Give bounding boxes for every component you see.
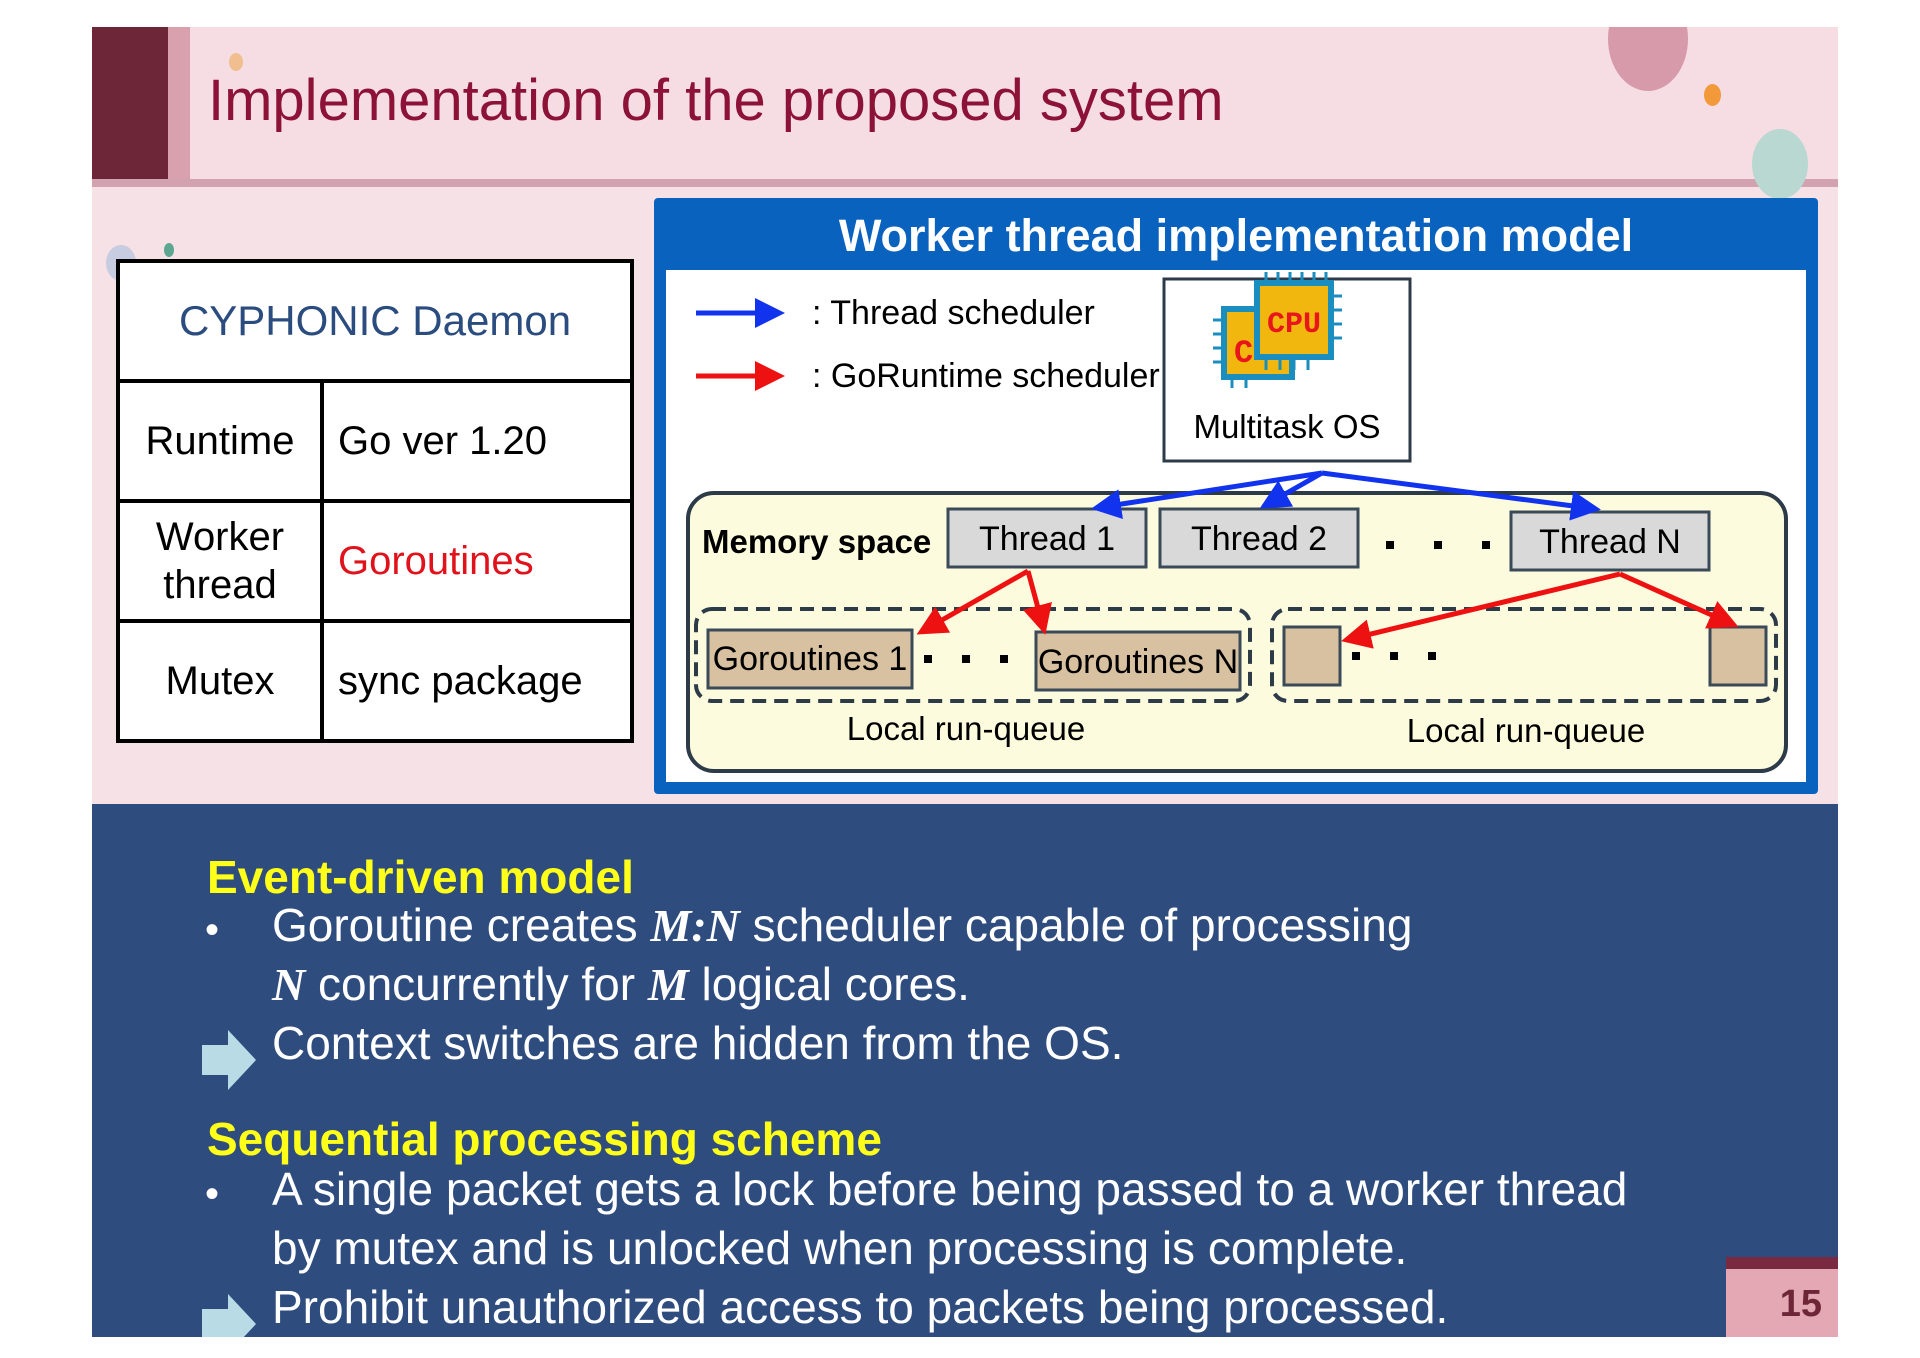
bullet1-m: M xyxy=(647,959,689,1010)
goroutine-slot-box xyxy=(1282,625,1342,687)
bullet1-part-e: concurrently for xyxy=(318,958,636,1010)
bullet1-line1: Goroutine creates M:N scheduler capable … xyxy=(272,898,1412,952)
thread-n-box xyxy=(1509,510,1711,572)
table-row: Runtime Go ver 1.20 xyxy=(116,379,634,503)
bullet1-n: N xyxy=(272,959,306,1010)
run-queue-2-box xyxy=(1270,607,1778,703)
goroutine-arrow-slot-n xyxy=(1618,571,1739,629)
decor-dot xyxy=(164,243,174,257)
heading-sequential: Sequential processing scheme xyxy=(207,1113,882,1165)
bullet-dot: • xyxy=(205,908,220,952)
goroutines-1-label: Goroutines 1 xyxy=(713,640,908,678)
right-arrow-icon xyxy=(202,1030,256,1090)
run-queue-1-box xyxy=(694,607,1252,703)
goroutine-arrow-1 xyxy=(916,568,1030,635)
bullet-dot: • xyxy=(205,1172,220,1216)
legend-thread-scheduler: : Thread scheduler xyxy=(812,294,1095,332)
bullet1-part-a: Goroutine creates xyxy=(272,899,638,951)
thread-n-label: Thread N xyxy=(1539,523,1681,561)
goroutine-ellipsis xyxy=(1352,652,1436,660)
page-number-box: 15 xyxy=(1726,1257,1838,1337)
thread-2-box xyxy=(1158,507,1360,569)
thread-arrow-n xyxy=(1321,470,1601,521)
decor-dot xyxy=(1704,84,1721,106)
goroutines-n-label: Goroutines N xyxy=(1038,643,1238,681)
goroutines-n-box xyxy=(1034,630,1242,692)
page-number: 15 xyxy=(1779,1283,1822,1325)
table-row: Mutex sync package xyxy=(116,619,634,743)
daemon-table-header: CYPHONIC Daemon xyxy=(116,259,634,383)
table-cell-mutex-value: sync package xyxy=(320,619,634,743)
thread-2-label: Thread 2 xyxy=(1191,520,1327,558)
goroutines-1-box xyxy=(706,628,914,690)
decor-dot xyxy=(229,53,243,71)
cpu-label: CPU xyxy=(1267,308,1321,342)
right-arrow-icon xyxy=(202,1294,256,1337)
cpu-icon: C CPU xyxy=(1213,272,1342,388)
thread-arrow-1 xyxy=(1091,470,1323,519)
arrow1-text: Context switches are hidden from the OS. xyxy=(272,1017,1124,1069)
title-accent-stripe xyxy=(168,27,190,187)
worker-key-line2: thread xyxy=(163,563,277,607)
thread-1-label: Thread 1 xyxy=(979,520,1115,558)
worker-key-line1: Worker xyxy=(155,515,285,559)
bullet2-line1: A single packet gets a lock before being… xyxy=(272,1163,1628,1215)
multitask-os-label: Multitask OS xyxy=(1193,408,1380,445)
goroutine-arrow-n xyxy=(1022,570,1052,635)
bullet1-part-c: scheduler capable of processing xyxy=(752,899,1413,951)
goroutine-ellipsis xyxy=(924,655,1008,663)
slide-title: Implementation of the proposed system xyxy=(208,68,1224,133)
bullet1-line2: N concurrently for M logical cores. xyxy=(272,957,970,1011)
legend-goruntime-scheduler: : GoRuntime scheduler xyxy=(812,357,1160,395)
thread-arrow-2 xyxy=(1259,470,1324,509)
arrow2-text: Prohibit unauthorized access to packets … xyxy=(272,1281,1449,1333)
decor-dot xyxy=(1752,129,1808,199)
worker-model-panel: Worker thread implementation model : Thr… xyxy=(654,198,1818,794)
title-band xyxy=(92,27,1838,187)
heading-event-driven: Event-driven model xyxy=(207,851,634,903)
memory-space-label: Memory space xyxy=(702,523,931,560)
bullet1-part-g: logical cores. xyxy=(701,958,970,1010)
table-cell-worker-value: Goroutines xyxy=(320,499,634,623)
run-queue-1-label: Local run-queue xyxy=(847,710,1086,747)
run-queue-2-label: Local run-queue xyxy=(1407,712,1646,749)
bullet1-mn: M:N xyxy=(650,900,740,951)
thread-ellipsis xyxy=(1386,541,1490,549)
bullet2-line2: by mutex and is unlocked when processing… xyxy=(272,1222,1408,1274)
page-number-bar xyxy=(1726,1257,1838,1269)
content-panel: Event-driven model • Goroutine creates M… xyxy=(92,804,1838,1337)
worker-model-diagram: : Thread scheduler : GoRuntime scheduler… xyxy=(686,272,1788,773)
goroutine-slot-box xyxy=(1708,625,1768,687)
table-cell-mutex-key: Mutex xyxy=(116,619,324,743)
slide: Implementation of the proposed system CY… xyxy=(92,27,1838,1337)
daemon-table: CYPHONIC Daemon Runtime Go ver 1.20 Work… xyxy=(116,259,634,743)
goroutine-arrow-slot-1 xyxy=(1341,571,1621,649)
table-cell-runtime-key: Runtime xyxy=(116,379,324,503)
title-accent-dark xyxy=(92,27,168,187)
worker-model-diagram-area: : Thread scheduler : GoRuntime scheduler… xyxy=(666,270,1806,782)
worker-model-title: Worker thread implementation model xyxy=(838,210,1634,261)
title-underline xyxy=(92,179,1838,187)
table-cell-runtime-value: Go ver 1.20 xyxy=(320,379,634,503)
svg-text:C: C xyxy=(1234,335,1253,372)
